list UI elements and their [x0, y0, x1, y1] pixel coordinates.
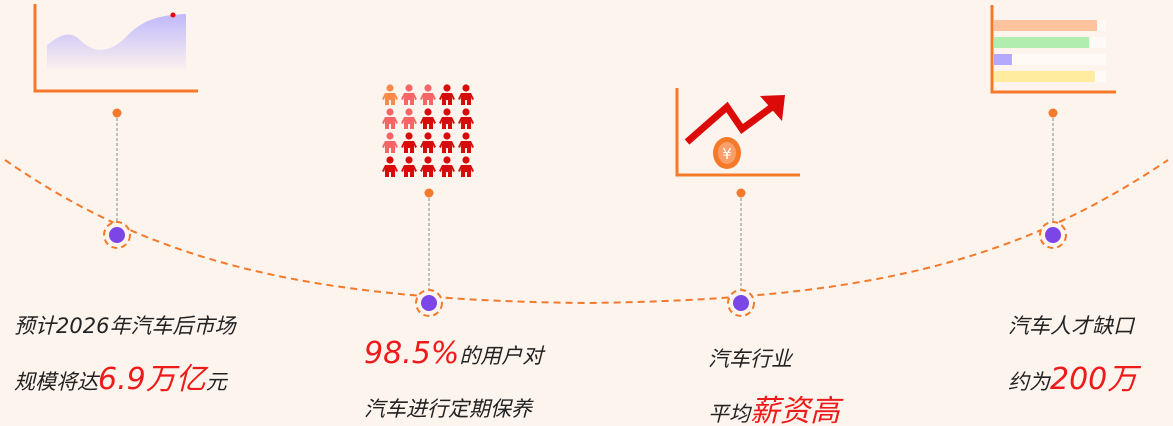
- item2-line2: 汽车进行定期保养: [364, 397, 532, 421]
- person-icon: [458, 108, 474, 129]
- timeline-node: [727, 188, 755, 317]
- person-icon: [420, 132, 436, 153]
- item4-line2: 约为200万: [1008, 354, 1137, 398]
- person-icon: [401, 84, 417, 105]
- person-icon: [401, 132, 417, 153]
- item1-highlight: 6.9万亿: [98, 362, 206, 397]
- bar-chart-icon: [990, 5, 1116, 94]
- item1-suffix: 元: [205, 370, 227, 394]
- person-icon: [439, 156, 455, 177]
- item2-text: 的用户对: [459, 344, 544, 368]
- item2-highlight: 98.5%: [364, 336, 460, 371]
- item3-text: 平均: [708, 402, 750, 426]
- item3-line1: 汽车行业: [708, 347, 792, 371]
- timeline-node: [103, 108, 131, 249]
- person-icon: [382, 156, 398, 177]
- person-icon: [439, 132, 455, 153]
- item3-line2: 平均薪资高: [708, 386, 840, 426]
- area-chart-icon: [33, 4, 198, 93]
- item4-text: 约为: [1008, 370, 1050, 394]
- person-icon: [382, 108, 398, 129]
- item3-highlight: 薪资高: [750, 394, 840, 426]
- person-icon: [420, 156, 436, 177]
- item4-highlight: 200万: [1050, 362, 1138, 397]
- person-icon: [401, 108, 417, 129]
- person-icon: [458, 84, 474, 105]
- person-icon: [382, 84, 398, 105]
- person-icon: [401, 156, 417, 177]
- item1-text: 规模将达: [14, 370, 98, 394]
- item4-line1: 汽车人才缺口: [1008, 314, 1134, 338]
- person-icon: [439, 108, 455, 129]
- bar: [994, 71, 1095, 82]
- bar: [994, 20, 1098, 31]
- item2-line1: 98.5%的用户对: [364, 336, 543, 371]
- person-icon: [420, 84, 436, 105]
- timeline-node: [1039, 108, 1067, 249]
- bar: [994, 54, 1012, 65]
- item1-line2: 规模将达6.9万亿元: [14, 354, 227, 398]
- person-icon: [382, 132, 398, 153]
- person-icon: [458, 156, 474, 177]
- person-icon: [439, 84, 455, 105]
- person-icon: [458, 132, 474, 153]
- svg-text:¥: ¥: [722, 145, 732, 163]
- person-icon: [420, 108, 436, 129]
- bar: [994, 37, 1090, 48]
- timeline-node: [415, 188, 443, 317]
- rising-arrow-yuan-icon: ¥: [675, 88, 800, 177]
- item1-line1: 预计2026年汽车后市场: [14, 314, 236, 338]
- dashed-curve: [4, 159, 1169, 305]
